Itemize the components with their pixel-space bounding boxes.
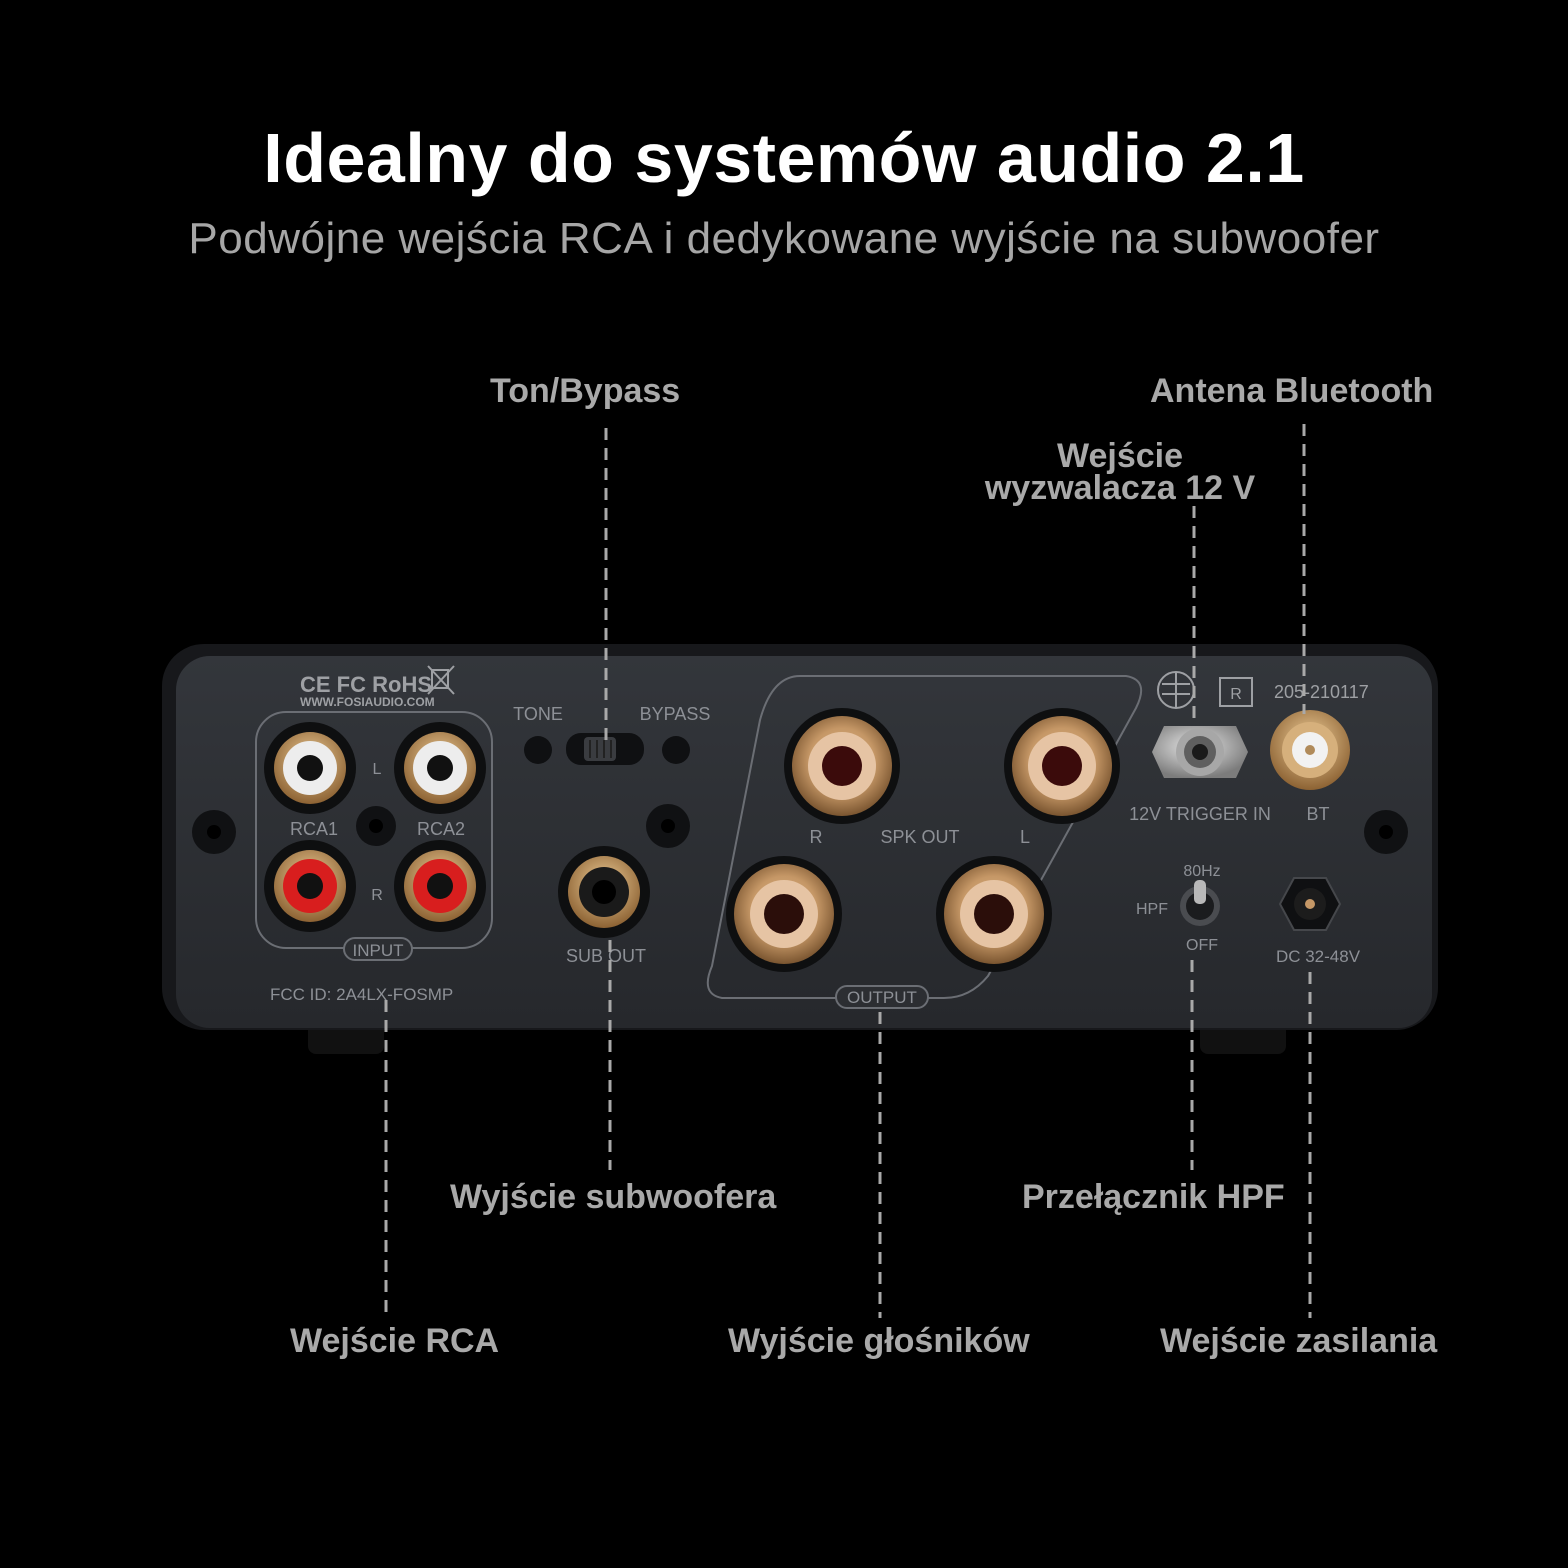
trigger-12v-jack[interactable] [1152, 726, 1248, 778]
hpf-toggle-switch[interactable] [1180, 880, 1220, 926]
speaker-post-r-bottom[interactable] [726, 856, 842, 972]
hpf-off-label: OFF [1186, 937, 1218, 954]
reg-mark-box [1219, 677, 1253, 707]
cert-marks: CE FC RoHS [300, 672, 432, 697]
callout-power-in: Wejście zasilania [1160, 1322, 1438, 1360]
panel-face [176, 656, 1432, 1028]
bt-antenna-connector[interactable] [1270, 710, 1350, 790]
callout-sub-out: Wyjście subwoofera [450, 1178, 777, 1216]
screw-sub [646, 804, 690, 848]
callout-12v-trigger: Wejście wyzwalacza 12 V [980, 437, 1260, 507]
right-channel-label: R [371, 887, 383, 904]
callout-12v-trigger-line2: wyzwalacza 12 V [984, 469, 1256, 507]
crossed-bin-icon [427, 665, 455, 695]
sub-out-label: SUB OUT [566, 946, 646, 966]
tone-bypass-switch[interactable] [566, 733, 644, 765]
screw-right [1364, 810, 1408, 854]
rca1-label: RCA1 [290, 819, 338, 839]
callout-hpf-switch: Przełącznik HPF [1022, 1178, 1285, 1216]
speaker-post-l-top[interactable] [1004, 708, 1120, 824]
website-text: WWW.FOSIAUDIO.COM [300, 695, 435, 709]
input-badge [343, 937, 413, 961]
callout-bluetooth-antenna: Antena Bluetooth [1150, 372, 1434, 410]
trigger-label: 12V TRIGGER IN [1129, 804, 1271, 824]
page-title: Idealny do systemów audio 2.1 [263, 119, 1305, 197]
speaker-post-l-bottom[interactable] [936, 856, 1052, 972]
dc-power-jack[interactable] [1278, 877, 1342, 931]
rca1-right-jack[interactable] [264, 840, 356, 932]
spk-l-label: L [1020, 827, 1030, 847]
speaker-post-r-top[interactable] [784, 708, 900, 824]
reg-mark-letter: R [1230, 686, 1242, 703]
callout-speaker-out: Wyjście głośników [728, 1322, 1030, 1360]
dc-label: DC 32-48V [1276, 947, 1361, 966]
spk-r-label: R [810, 827, 823, 847]
hpf-label: HPF [1136, 901, 1168, 918]
callout-12v-trigger-line1: Wejście [1056, 437, 1183, 475]
sub-out-jack[interactable] [558, 846, 650, 938]
fcc-id: FCC ID: 2A4LX-FOSMP [270, 985, 453, 1004]
hpf-80hz-label: 80Hz [1183, 863, 1220, 880]
rca1-left-jack[interactable] [264, 722, 356, 814]
reg-number: 205-210117 [1274, 682, 1369, 702]
page-subtitle: Podwójne wejścia RCA i dedykowane wyjści… [188, 214, 1380, 263]
callout-rca-input: Wejście RCA [290, 1322, 500, 1360]
bypass-label: BYPASS [640, 704, 711, 724]
tone-led-hole [524, 736, 552, 764]
bt-label: BT [1306, 804, 1329, 824]
rca2-right-jack[interactable] [394, 840, 486, 932]
bypass-led-hole [662, 736, 690, 764]
input-label: INPUT [353, 941, 404, 960]
screw-left [192, 810, 236, 854]
output-badge [835, 985, 929, 1009]
output-label: OUTPUT [847, 988, 917, 1007]
rca2-label: RCA2 [417, 819, 465, 839]
rca2-left-jack[interactable] [394, 722, 486, 814]
left-channel-label: L [373, 761, 382, 778]
tone-label: TONE [513, 704, 563, 724]
screw-center [356, 806, 396, 846]
callout-tone-bypass: Ton/Bypass [490, 372, 681, 410]
spk-out-label: SPK OUT [880, 827, 959, 847]
output-outline [706, 675, 1143, 999]
